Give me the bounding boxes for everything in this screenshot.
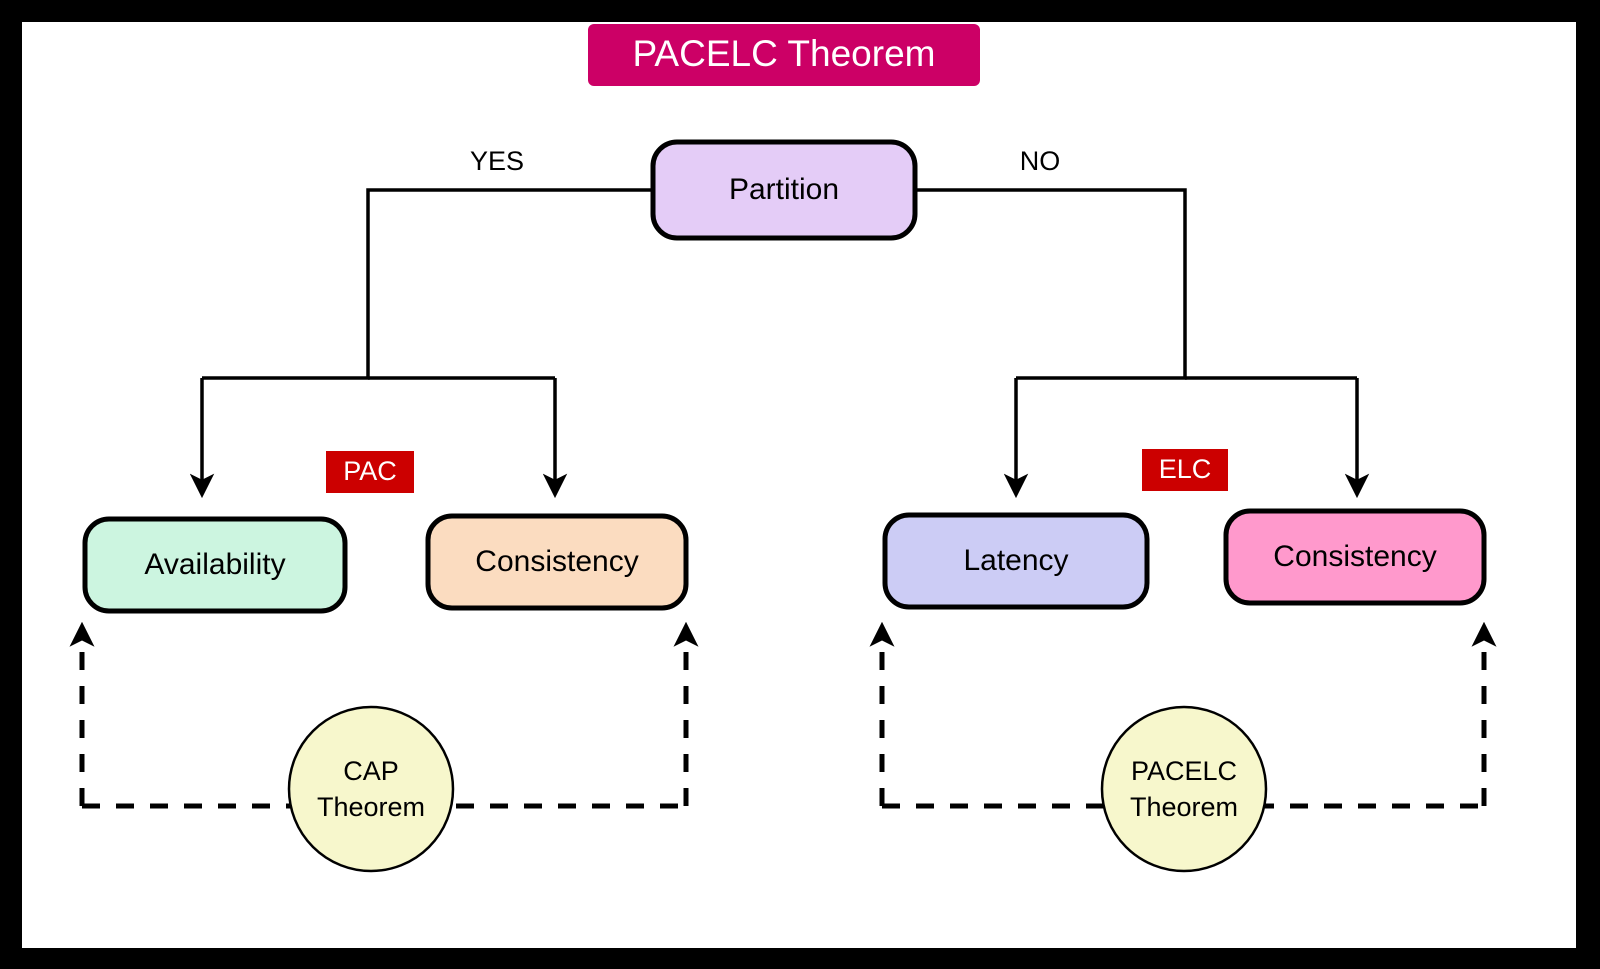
node-consistency-elc[interactable]: Consistency <box>1223 508 1487 606</box>
badge-elc: ELC <box>1142 449 1228 491</box>
node-latency-label: Latency <box>963 544 1068 577</box>
title-label: PACELC Theorem <box>633 33 936 74</box>
node-cap-theorem-line1: CAP <box>343 756 399 786</box>
badge-elc-label: ELC <box>1159 454 1212 484</box>
node-partition-shape[interactable] <box>650 139 918 241</box>
edge-label-yes: YES <box>470 146 524 176</box>
node-partition-label: Partition <box>729 173 839 206</box>
edge-partition-yes-spine <box>202 188 653 380</box>
node-partition[interactable]: Partition <box>650 139 918 241</box>
node-pacelc-theorem[interactable]: PACELC Theorem <box>1100 705 1268 873</box>
node-availability-shape[interactable] <box>82 516 348 614</box>
title-banner-bg <box>588 24 980 86</box>
node-cap-theorem-shape[interactable] <box>287 705 455 873</box>
node-cap-theorem-line2: Theorem <box>317 792 425 822</box>
edge-label-no: NO <box>1020 146 1061 176</box>
title-banner: PACELC Theorem <box>588 24 980 86</box>
node-pacelc-theorem-line2: Theorem <box>1130 792 1238 822</box>
node-consistency-elc-shape[interactable] <box>1223 508 1487 606</box>
node-availability[interactable]: Availability <box>82 516 348 614</box>
node-consistency-pac[interactable]: Consistency <box>425 513 689 611</box>
badge-pac-bg <box>326 451 414 493</box>
node-cap-theorem[interactable]: CAP Theorem <box>287 705 455 873</box>
node-pacelc-theorem-shape[interactable] <box>1100 705 1268 873</box>
dashed-connectors <box>69 621 1497 809</box>
connector-lines <box>189 188 1370 499</box>
badge-pac: PAC <box>326 451 414 493</box>
node-pacelc-theorem-line1: PACELC <box>1131 756 1237 786</box>
node-consistency-pac-label: Consistency <box>475 545 638 578</box>
node-latency-shape[interactable] <box>882 512 1150 610</box>
node-latency[interactable]: Latency <box>882 512 1150 610</box>
node-consistency-elc-label: Consistency <box>1273 540 1436 573</box>
node-availability-label: Availability <box>144 548 285 581</box>
edge-partition-no-spine <box>915 188 1187 380</box>
node-consistency-pac-shape[interactable] <box>425 513 689 611</box>
badge-elc-bg <box>1142 449 1228 491</box>
badge-pac-label: PAC <box>343 456 397 486</box>
